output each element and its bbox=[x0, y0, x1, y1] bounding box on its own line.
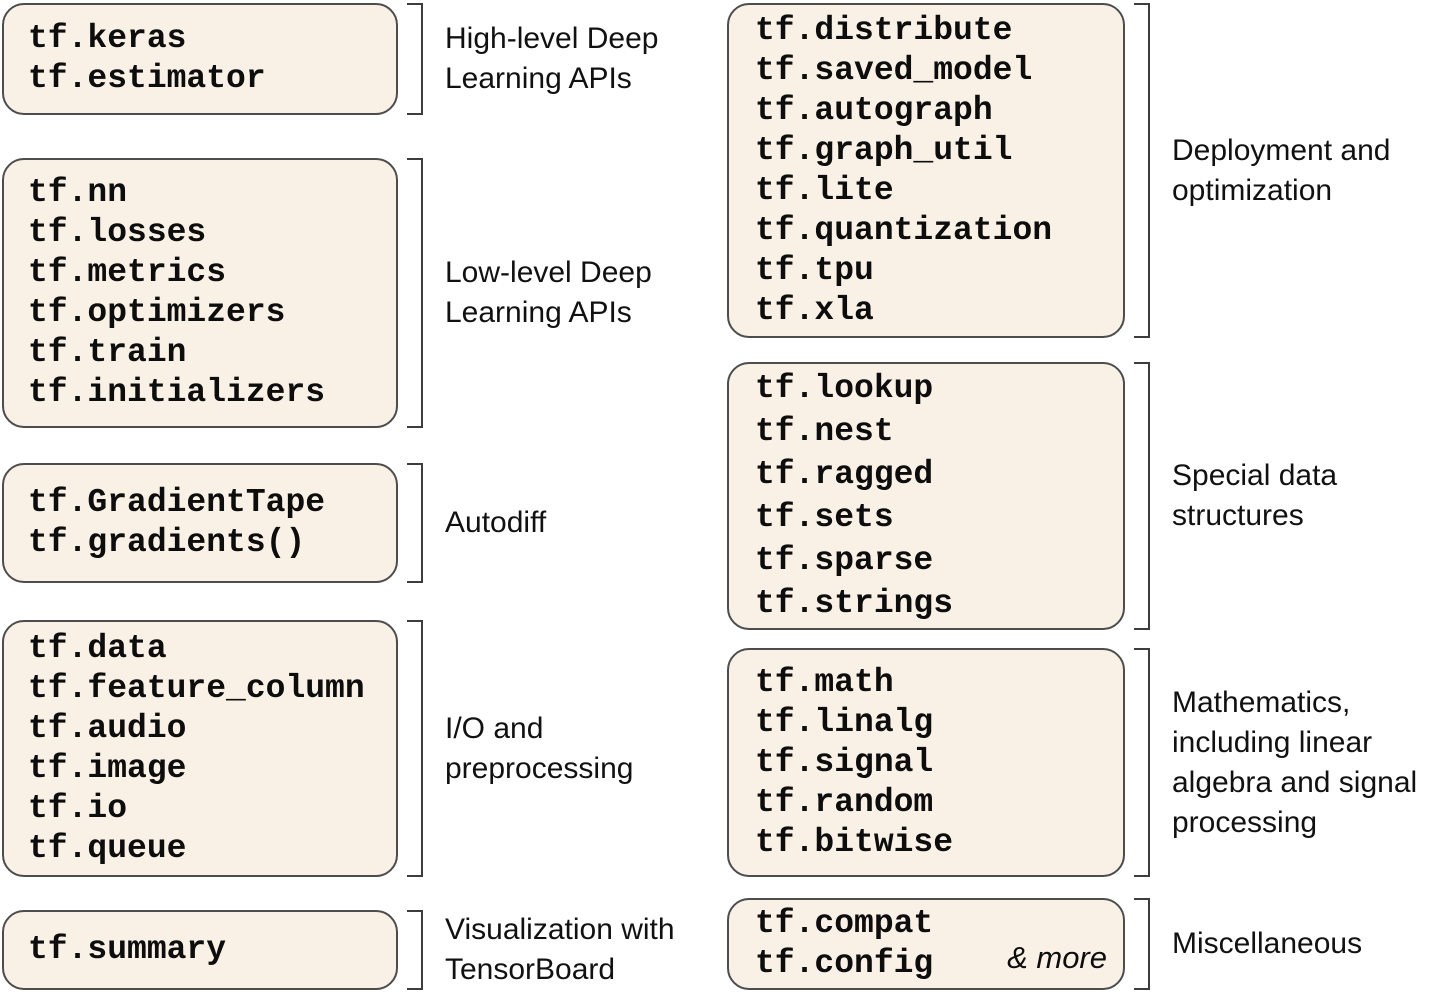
api-module-name: tf.initializers bbox=[28, 374, 326, 411]
api-group-autodiff: tf.GradientTape tf.gradients() Autodiff bbox=[2, 463, 708, 583]
api-module-name: tf.estimator bbox=[28, 60, 266, 97]
api-module-name: tf.linalg bbox=[755, 703, 934, 741]
api-group-io-preprocessing: tf.data tf.feature_column tf.audio tf.im… bbox=[2, 620, 708, 877]
api-group-tensorboard: tf.summary Visualization with TensorBoar… bbox=[2, 910, 708, 990]
more-note: & more bbox=[1007, 940, 1107, 975]
group-label: Mathematics, including linear algebra an… bbox=[1172, 685, 1418, 839]
group-label-wrap: High-level Deep Learning APIs bbox=[445, 3, 708, 115]
api-module-name: tf.queue bbox=[28, 829, 187, 867]
api-module-name: tf.sparse bbox=[755, 542, 934, 579]
api-module-box: tf.lookup tf.nest tf.ragged tf.sets tf.s… bbox=[727, 362, 1125, 630]
api-module-box: tf.nn tf.losses tf.metrics tf.optimizers… bbox=[2, 158, 398, 428]
group-label-wrap: Deployment and optimization bbox=[1172, 3, 1432, 338]
api-module-box: tf.math tf.linalg tf.signal tf.random tf… bbox=[727, 648, 1125, 877]
api-module-name: tf.config bbox=[755, 945, 934, 982]
api-module-name: tf.ragged bbox=[755, 456, 934, 493]
api-module-name: tf.losses bbox=[28, 214, 207, 251]
api-module-box: tf.summary bbox=[2, 910, 398, 990]
api-module-box: tf.GradientTape tf.gradients() bbox=[2, 463, 398, 583]
api-module-name: tf.image bbox=[28, 749, 187, 787]
api-module-name: tf.summary bbox=[28, 931, 227, 968]
group-label-wrap: I/O and preprocessing bbox=[445, 620, 708, 877]
api-group-deployment-optimization: tf.distribute tf.saved_model tf.autograp… bbox=[727, 3, 1432, 338]
api-module-name: tf.io bbox=[28, 789, 128, 827]
api-module-name: tf.compat bbox=[755, 905, 934, 942]
group-label-wrap: Mathematics, including linear algebra an… bbox=[1172, 648, 1432, 877]
api-module-name: tf.feature_column bbox=[28, 669, 365, 707]
api-module-name: tf.nn bbox=[28, 174, 128, 211]
api-module-name: tf.graph_util bbox=[755, 131, 1013, 169]
api-module-name: tf.autograph bbox=[755, 91, 993, 129]
api-module-name: tf.tpu bbox=[755, 251, 874, 289]
api-module-name: tf.nest bbox=[755, 413, 894, 450]
group-label-wrap: Special data structures bbox=[1172, 362, 1432, 630]
bracket bbox=[407, 910, 423, 990]
bracket bbox=[1134, 362, 1150, 630]
api-module-name: tf.saved_model bbox=[755, 51, 1033, 89]
group-label: Special data structures bbox=[1172, 459, 1338, 532]
group-label-wrap: Visualization with TensorBoard bbox=[445, 910, 708, 990]
group-label-wrap: Low-level Deep Learning APIs bbox=[445, 158, 708, 428]
bracket bbox=[407, 463, 423, 583]
api-group-low-level-apis: tf.nn tf.losses tf.metrics tf.optimizers… bbox=[2, 158, 708, 428]
api-module-name: tf.keras bbox=[28, 20, 187, 57]
api-module-name: tf.GradientTape bbox=[28, 484, 326, 521]
api-module-name: tf.metrics bbox=[28, 254, 227, 291]
group-label-wrap: Autodiff bbox=[445, 463, 708, 583]
group-label: Deployment and optimization bbox=[1172, 133, 1391, 207]
api-module-name: tf.optimizers bbox=[28, 294, 286, 331]
group-label: Autodiff bbox=[445, 506, 547, 539]
bracket bbox=[407, 620, 423, 877]
api-module-name: tf.sets bbox=[755, 499, 894, 536]
group-label-wrap: Miscellaneous bbox=[1172, 898, 1432, 990]
api-module-name: tf.signal bbox=[755, 743, 934, 781]
api-module-name: tf.random bbox=[755, 783, 934, 821]
group-label: Low-level Deep Learning APIs bbox=[445, 256, 652, 329]
api-group-high-level-apis: tf.keras tf.estimator High-level Deep Le… bbox=[2, 3, 708, 115]
api-module-name: tf.xla bbox=[755, 291, 874, 329]
group-label: I/O and preprocessing bbox=[445, 711, 634, 785]
group-label: Visualization with TensorBoard bbox=[445, 913, 675, 986]
api-module-name: tf.lite bbox=[755, 171, 894, 209]
bracket bbox=[1134, 3, 1150, 338]
bracket bbox=[407, 158, 423, 428]
api-module-name: tf.gradients() bbox=[28, 524, 306, 561]
api-module-name: tf.data bbox=[28, 629, 167, 667]
api-module-name: tf.quantization bbox=[755, 211, 1053, 249]
api-module-name: tf.lookup bbox=[755, 370, 934, 407]
api-group-miscellaneous: tf.compat tf.config & more Miscellaneous bbox=[727, 898, 1432, 990]
api-module-name: tf.strings bbox=[755, 585, 954, 622]
api-module-box: tf.data tf.feature_column tf.audio tf.im… bbox=[2, 620, 398, 877]
bracket bbox=[1134, 648, 1150, 877]
api-group-special-data-structures: tf.lookup tf.nest tf.ragged tf.sets tf.s… bbox=[727, 362, 1432, 630]
api-module-name: tf.math bbox=[755, 663, 894, 701]
api-module-box: tf.compat tf.config & more bbox=[727, 898, 1125, 990]
group-label: High-level Deep Learning APIs bbox=[445, 22, 659, 95]
bracket bbox=[407, 3, 423, 115]
api-module-box: tf.distribute tf.saved_model tf.autograp… bbox=[727, 3, 1125, 338]
bracket bbox=[1134, 898, 1150, 990]
api-module-name: tf.train bbox=[28, 334, 187, 371]
api-module-name: tf.audio bbox=[28, 709, 187, 747]
api-module-name: tf.distribute bbox=[755, 11, 1013, 49]
api-module-box: tf.keras tf.estimator bbox=[2, 3, 398, 115]
api-group-mathematics: tf.math tf.linalg tf.signal tf.random tf… bbox=[727, 648, 1432, 877]
api-module-name: tf.bitwise bbox=[755, 823, 954, 861]
group-label: Miscellaneous bbox=[1172, 927, 1363, 960]
